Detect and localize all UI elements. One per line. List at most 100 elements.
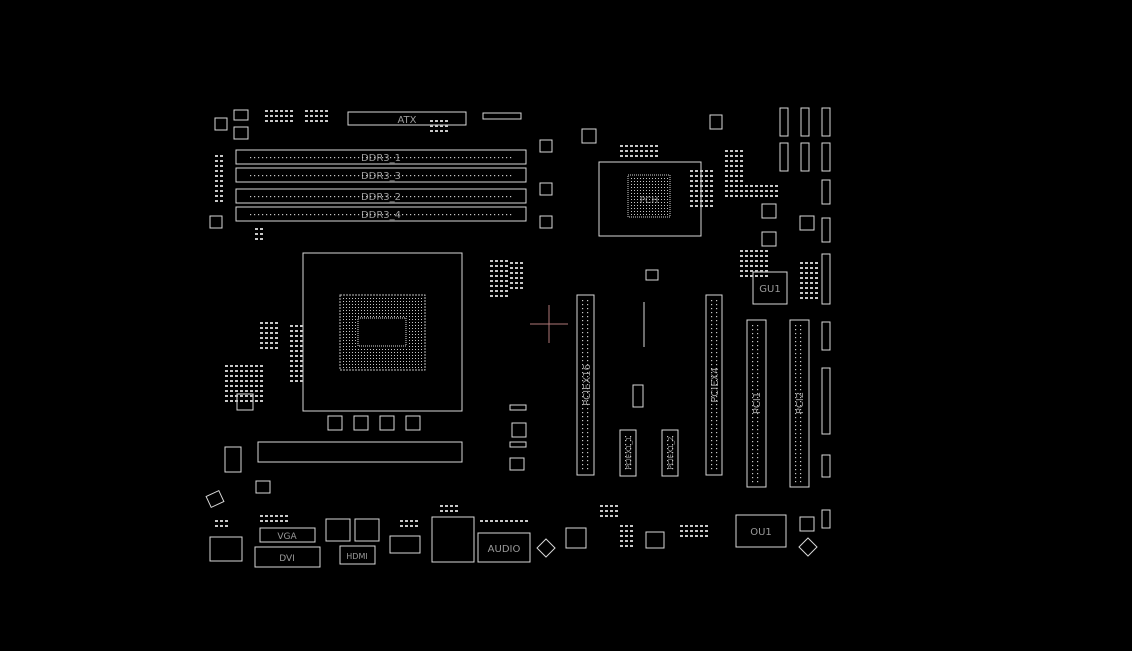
audio-jack[interactable]: AUDIO [477, 532, 531, 563]
atx-connector[interactable]: ATX [347, 111, 467, 126]
pad [260, 337, 263, 339]
pad [640, 211, 641, 212]
pad [315, 120, 318, 122]
pad [705, 175, 708, 177]
pad [710, 200, 713, 202]
pad [770, 185, 773, 187]
pad [587, 320, 589, 322]
pad [346, 316, 347, 317]
pad [795, 425, 797, 427]
pad [394, 316, 395, 317]
dimm-slot-ddr3-1[interactable]: DDR3_1 [235, 149, 527, 165]
pad [379, 307, 380, 308]
hdmi-port[interactable]: HDMI [339, 545, 376, 565]
pad [280, 515, 283, 517]
pad [770, 190, 773, 192]
pad [630, 545, 633, 547]
pad [711, 420, 713, 422]
pad [215, 170, 218, 172]
pad [430, 214, 432, 216]
pad [750, 270, 753, 272]
pad [587, 376, 589, 378]
pad [505, 260, 508, 262]
pad [352, 316, 353, 317]
pad [649, 196, 650, 197]
vga-port[interactable]: VGA [259, 527, 316, 543]
pad [355, 301, 356, 302]
lan-usb-port[interactable] [431, 516, 475, 563]
pad [260, 385, 263, 387]
pad [810, 267, 813, 269]
pci2-slot[interactable]: PCI2 [789, 319, 810, 488]
gu1-chip[interactable]: GU1 [752, 271, 788, 305]
pad [510, 282, 513, 284]
usb-port[interactable] [389, 535, 421, 554]
pad [752, 369, 754, 371]
pad [379, 364, 380, 365]
pad [649, 190, 650, 191]
ou1-label: OU1 [750, 527, 772, 538]
pad [711, 316, 713, 318]
pad [474, 157, 476, 159]
pad [254, 157, 256, 159]
pad [795, 453, 797, 455]
pad [582, 428, 584, 430]
pad [582, 448, 584, 450]
pad [450, 214, 452, 216]
pad [355, 346, 356, 347]
pci1-slot[interactable]: PCI1 [746, 319, 767, 488]
pad [582, 420, 584, 422]
pad [343, 319, 344, 320]
pciex1-1-slot[interactable]: PCIEX1_1 [619, 429, 637, 477]
dimm-slot-ddr3-3[interactable]: DDR3_3 [235, 167, 527, 183]
pad [700, 180, 703, 182]
pad [735, 150, 738, 152]
pad [320, 120, 323, 122]
pad [235, 375, 238, 377]
header-top[interactable] [482, 112, 522, 120]
pad [637, 190, 638, 191]
pad [711, 380, 713, 382]
ou1-chip[interactable]: OU1 [735, 514, 787, 548]
pad [700, 190, 703, 192]
pad [795, 337, 797, 339]
pad [716, 404, 718, 406]
pad [672, 464, 674, 466]
pad [415, 340, 416, 341]
pad [750, 250, 753, 252]
pciex1-2-slot[interactable]: PCIEX1_2 [661, 429, 679, 477]
pad [495, 280, 498, 282]
pad [505, 270, 508, 272]
dimm-slot-ddr3-2[interactable]: DDR3_2 [235, 188, 527, 204]
pad [376, 316, 377, 317]
pch-chip[interactable]: PCH [598, 161, 702, 237]
pad [646, 178, 647, 179]
pad [800, 437, 802, 439]
pad [334, 175, 336, 177]
pad [346, 367, 347, 368]
pad [400, 313, 401, 314]
pad [388, 355, 389, 356]
pad [334, 157, 336, 159]
pad [587, 396, 589, 398]
pciex4-slot[interactable]: PCIEX4 [705, 294, 723, 476]
pad [752, 445, 754, 447]
pad [716, 384, 718, 386]
pad [466, 157, 468, 159]
pad [412, 349, 413, 350]
pad [310, 214, 312, 216]
pad [716, 388, 718, 390]
pad [270, 120, 273, 122]
vrm-row[interactable] [257, 441, 463, 463]
pad [730, 195, 733, 197]
pad [394, 196, 396, 198]
pad [358, 361, 359, 362]
dimm-slot-ddr3-4[interactable]: DDR3_4 [235, 206, 527, 222]
pad [805, 267, 808, 269]
pad [711, 320, 713, 322]
pad [757, 345, 759, 347]
ps2-port[interactable] [209, 536, 243, 562]
pad [494, 175, 496, 177]
dvi-port[interactable]: DVI [254, 546, 321, 568]
